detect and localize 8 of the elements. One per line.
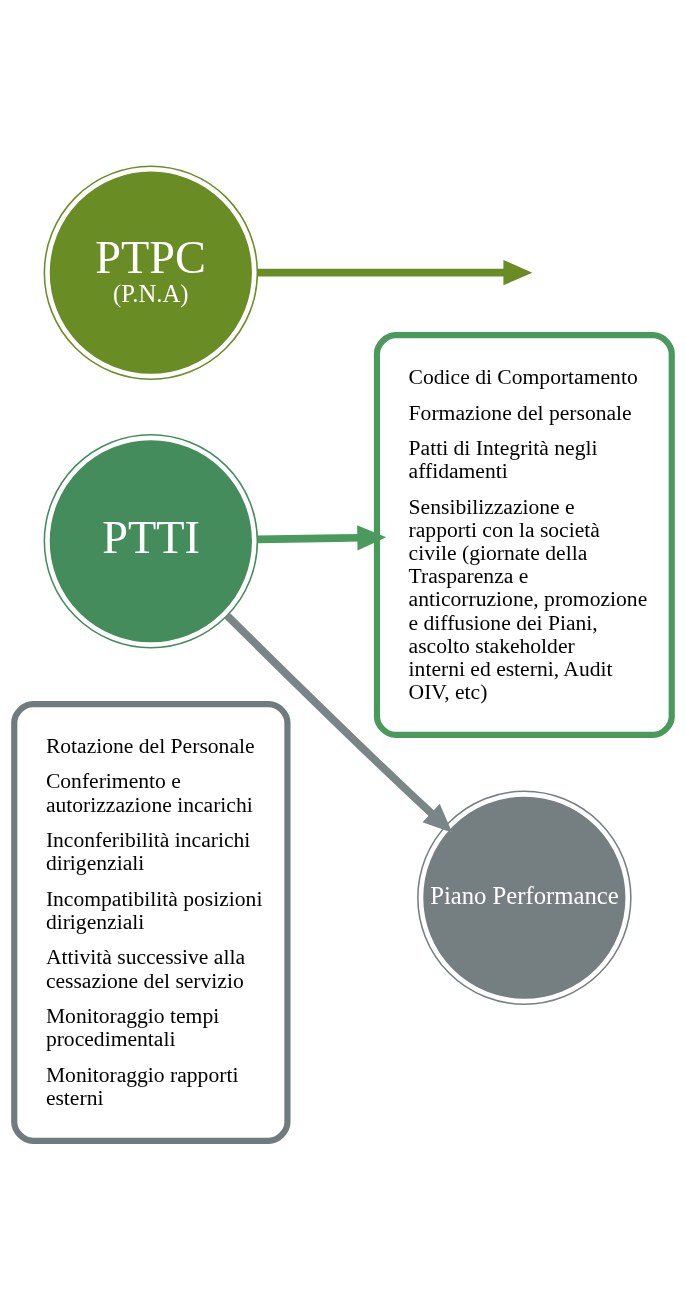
arrow	[257, 259, 533, 285]
node-circle: PTPC (P.N.A)	[43, 164, 259, 380]
arrow	[257, 524, 387, 550]
node-circle: Piano Performance	[417, 790, 632, 1005]
node-circle: PTTI	[43, 433, 259, 648]
node-box: Codice di Comportamento Formazione del personale Patti di Integrità negli affidamenti Sensibilizzazione e rapporti con la società civile (giornate della Trasparenza e anticorruzione, promozione e diffusione dei Piani, ascolto stakeholder interni ed esterni, Audit OIV, etc)	[373, 331, 675, 738]
node-box: Rotazione del Personale Conferimento e autorizzazione incarichi Inconferibilità incarichi dirigenziali Incompatibilità posizioni dirigenziali Attività successive alla cessazione del servizio Monitoraggio tempi procedimentali Monitoraggio rapporti esterni	[11, 700, 291, 1144]
arrow	[224, 612, 453, 833]
